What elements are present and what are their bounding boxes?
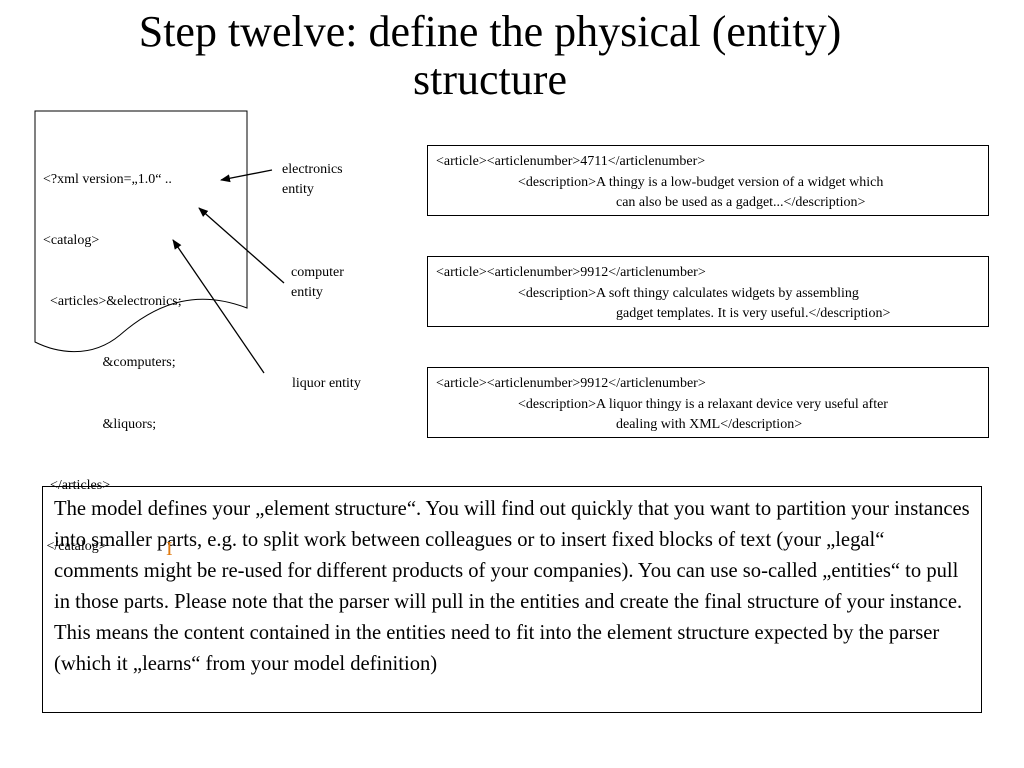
label-computer-entity: computer entity (291, 265, 344, 300)
label-liquor-entity: liquor entity (292, 376, 361, 391)
arrow-computers (198, 207, 285, 284)
arrow-liquors (172, 239, 265, 374)
catalog-line-catalog-close: </catalog> (43, 539, 107, 555)
arrow-electronics (220, 169, 273, 183)
entity-box-liquors: <article><articlenumber>9912</articlenum… (427, 367, 989, 438)
slide-title: Step twelve: define the physical (entity… (0, 8, 980, 104)
catalog-document-text: <?xml version=„1.0“ .. <catalog> <articl… (43, 129, 182, 578)
catalog-line-articles-open: <articles>&electronics; (43, 294, 182, 310)
catalog-line-liquors: &liquors; (43, 416, 157, 432)
explanation-note: The model defines your „element structur… (42, 486, 982, 713)
catalog-line-computers: &computers; (43, 355, 176, 371)
entity-box-computers: <article><articlenumber>9912</articlenum… (427, 256, 989, 327)
catalog-line-catalog-open: <catalog> (43, 233, 100, 249)
text-cursor-icon: I (166, 538, 173, 560)
entity-box-electronics: <article><articlenumber>4711</articlenum… (427, 145, 989, 216)
catalog-line-xml-decl: <?xml version=„1.0“ .. (43, 171, 172, 187)
slide-title-line-1: Step twelve: define the physical (entity… (138, 7, 842, 56)
label-electronics-entity: electronics entity (282, 162, 343, 197)
catalog-line-articles-close: </articles> (43, 477, 111, 493)
slide-title-line-2: structure (413, 55, 567, 104)
